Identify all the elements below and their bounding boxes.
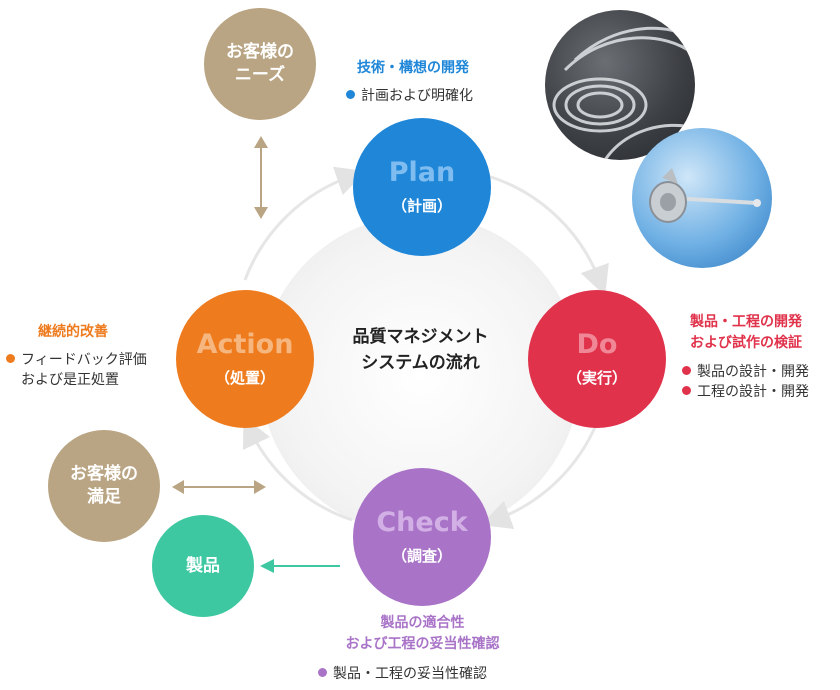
satisfaction-double-arrow: [172, 480, 266, 494]
action-label-bullets: フィードバック評価 および是正処置: [6, 350, 147, 391]
plan-label-title: 技術・構想の開発: [357, 60, 469, 76]
product-label: 製品: [186, 555, 220, 576]
action-title: Action: [196, 328, 294, 360]
needs-double-arrow: [254, 136, 268, 219]
bullet-dot-icon: [682, 386, 691, 396]
customer-needs-line2: ニーズ: [234, 65, 286, 85]
bullet-dot-icon: [346, 90, 355, 99]
check-label-title1: 製品の適合性: [380, 615, 465, 631]
plan-title: Plan: [388, 156, 456, 188]
customer-satisfaction-node: お客様の 満足: [48, 430, 160, 542]
bullet-dot-icon: [318, 668, 327, 677]
do-node: Do （実行）: [528, 290, 666, 428]
center-title-line2: システムの流れ: [361, 352, 480, 373]
do-subtitle: （実行）: [566, 369, 627, 388]
valve-part-photo: [632, 128, 772, 268]
customer-needs-line1: お客様の: [226, 42, 294, 63]
customer-satisfaction-line2: 満足: [87, 487, 121, 507]
check-title: Check: [376, 506, 468, 538]
arrow-action-to-plan: [243, 166, 367, 281]
plan-subtitle: （計画）: [391, 197, 452, 216]
plan-bullet-text: 計画および明確化: [361, 88, 473, 104]
customer-needs-node: お客様の ニーズ: [204, 8, 316, 120]
action-subtitle: （処置）: [214, 369, 275, 388]
do-label-title1: 製品・工程の開発: [690, 314, 802, 330]
plan-node: Plan （計画）: [353, 118, 491, 256]
check-subtitle: （調査）: [391, 547, 452, 566]
check-to-product-arrow: [260, 559, 340, 573]
bullet-dot-icon: [6, 354, 15, 363]
check-label-title2: および工程の妥当性確認: [345, 636, 500, 652]
check-label-bullet: 製品・工程の妥当性確認: [318, 664, 487, 684]
do-label-title2: および試作の検証: [690, 335, 802, 351]
action-node: Action （処置）: [176, 290, 314, 428]
action-label-title: 継続的改善: [38, 324, 108, 340]
center-title-line1: 品質マネジメント: [352, 327, 489, 347]
bullet-dot-icon: [682, 366, 691, 375]
plan-label-bullet: 計画および明確化: [346, 86, 473, 106]
customer-satisfaction-line1: お客様の: [70, 464, 138, 485]
do-label-title: 製品・工程の開発 および試作の検証: [690, 312, 802, 354]
arrow-do-to-check: [480, 419, 600, 529]
check-node: Check （調査）: [353, 468, 491, 606]
arrow-check-to-action: [242, 416, 353, 522]
check-bullet-text: 製品・工程の妥当性確認: [333, 666, 487, 682]
check-label-title: 製品の適合性 および工程の妥当性確認: [300, 613, 545, 655]
do-title: Do: [576, 328, 618, 360]
do-label-bullets: 製品の設計・開発 工程の設計・開発: [682, 362, 809, 403]
arrow-plan-to-do: [487, 174, 609, 297]
do-bullet1-text: 製品の設計・開発: [697, 364, 809, 380]
do-bullet2-text: 工程の設計・開発: [697, 384, 809, 401]
action-bullet2-text: および是正処置: [21, 372, 119, 389]
product-node: 製品: [152, 515, 254, 617]
center-title: 品質マネジメント システムの流れ: [318, 325, 523, 376]
action-bullet1-text: フィードバック評価: [21, 352, 147, 368]
